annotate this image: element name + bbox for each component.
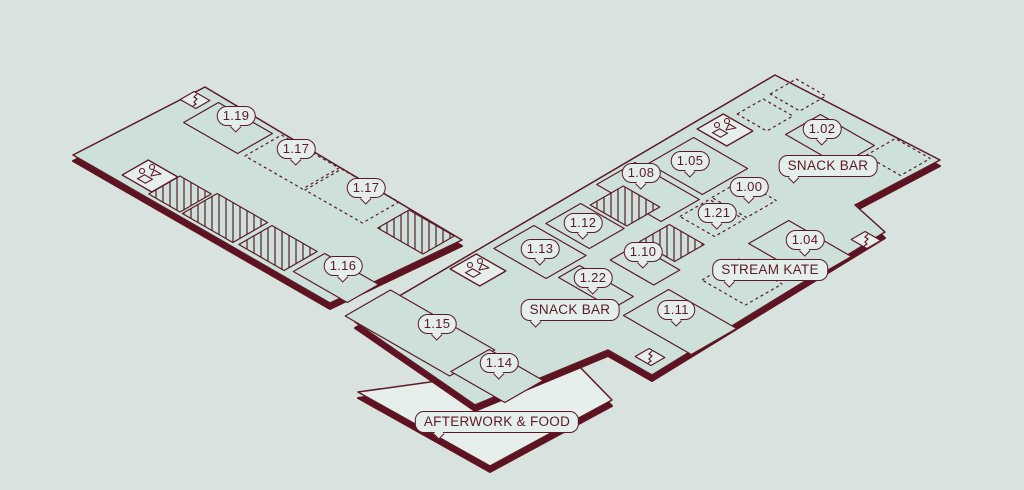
room-1-15 xyxy=(344,289,496,377)
stairs-icon xyxy=(850,230,882,250)
hatched-zone xyxy=(639,223,705,263)
restroom-icon-head xyxy=(723,117,731,125)
stairs-icon-glyph xyxy=(863,233,869,247)
restroom-icon-body xyxy=(725,123,737,131)
room-1-17b xyxy=(304,168,400,224)
room-1-17 xyxy=(244,134,340,190)
restroom-icon-body xyxy=(150,169,162,177)
area-label-stream-kate[interactable]: STREAM KATE xyxy=(712,259,828,281)
restroom-icon xyxy=(696,113,754,147)
stairs-icon-glyph xyxy=(647,350,653,364)
room-pin-1-13[interactable]: 1.13 xyxy=(520,239,560,259)
area-label-snack-bar-west[interactable]: SNACK BAR xyxy=(520,299,620,321)
restroom-icon-body xyxy=(136,174,154,184)
room-pin-1-21[interactable]: 1.21 xyxy=(697,203,737,223)
room-pin-1-00[interactable]: 1.00 xyxy=(729,177,769,197)
room-pin-1-04[interactable]: 1.04 xyxy=(785,230,825,250)
restroom-icon-head xyxy=(148,163,156,171)
restroom-icon-head xyxy=(476,257,484,265)
room-pin-1-22[interactable]: 1.22 xyxy=(573,268,613,288)
dashed-zone xyxy=(769,78,827,112)
hatched-zone xyxy=(377,209,455,255)
area-label-snack-bar-east[interactable]: SNACK BAR xyxy=(778,155,878,177)
room-pin-1-19[interactable]: 1.19 xyxy=(216,106,256,126)
west-wing-platform xyxy=(72,86,463,304)
room-pin-1-02[interactable]: 1.02 xyxy=(802,119,842,139)
room-1-21 xyxy=(679,198,745,238)
room-pin-1-14[interactable]: 1.14 xyxy=(479,353,519,373)
room-pin-1-16[interactable]: 1.16 xyxy=(323,256,363,276)
hatched-zone xyxy=(181,192,269,244)
room-pin-1-17[interactable]: 1.17 xyxy=(276,139,316,159)
area-label-afterwork-food[interactable]: AFTERWORK & FOOD xyxy=(414,411,580,433)
stairs-icon xyxy=(634,347,666,367)
restroom-icon-body xyxy=(464,268,482,278)
room-1-19 xyxy=(183,101,273,155)
room-pin-1-12[interactable]: 1.12 xyxy=(563,213,603,233)
restroom-icon xyxy=(449,253,507,287)
restroom-icon-head xyxy=(466,261,474,269)
stairs-icon-glyph xyxy=(192,93,198,107)
stairs-icon xyxy=(179,90,211,110)
dashed-zone xyxy=(701,258,783,306)
restroom-icon-body xyxy=(711,128,729,138)
dashed-zone xyxy=(736,98,794,132)
restroom-icon-head xyxy=(138,167,146,175)
room-pin-1-15[interactable]: 1.15 xyxy=(417,314,457,334)
room-pin-1-11[interactable]: 1.11 xyxy=(657,300,695,320)
dashed-zone xyxy=(865,137,931,177)
room-1-16 xyxy=(292,252,380,304)
room-pin-1-05[interactable]: 1.05 xyxy=(670,151,710,171)
room-pin-1-10[interactable]: 1.10 xyxy=(623,242,663,262)
restroom-icon-body xyxy=(478,263,490,271)
room-pin-1-08[interactable]: 1.08 xyxy=(621,163,661,183)
restroom-icon xyxy=(121,159,179,193)
restroom-icon-head xyxy=(713,121,721,129)
room-pin-1-17b[interactable]: 1.17 xyxy=(346,178,386,198)
hatched-zone xyxy=(589,185,661,227)
hatched-zone xyxy=(238,224,318,272)
